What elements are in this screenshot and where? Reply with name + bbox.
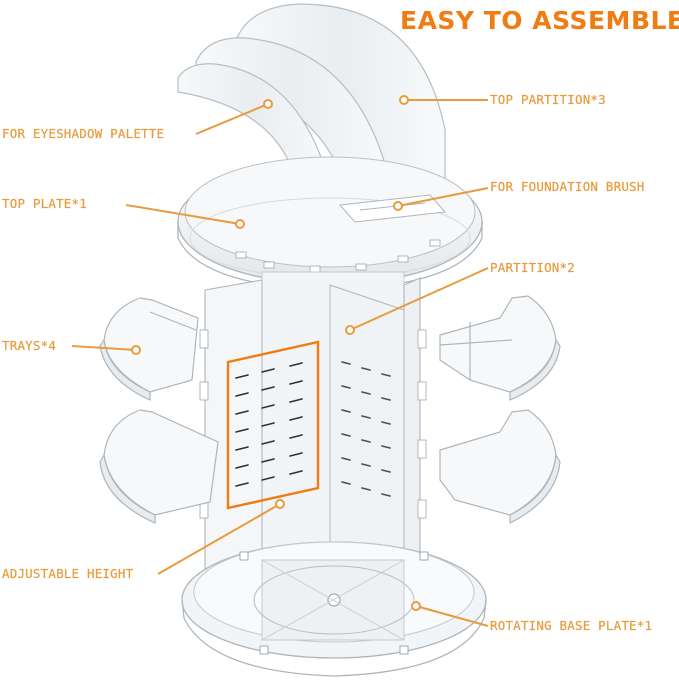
- label-top-plate: TOP PLATE*1: [2, 196, 87, 211]
- label-top-partition: TOP PARTITION*3: [490, 92, 606, 107]
- page-title: EASY TO ASSEMBLE: [400, 6, 679, 35]
- tray-lower-right: [439, 409, 561, 524]
- label-eyeshadow-palette: FOR EYESHADOW PALETTE: [2, 126, 165, 141]
- tray-upper-right: [439, 295, 561, 401]
- top-plate: [177, 156, 483, 291]
- label-adjustable-height: ADJUSTABLE HEIGHT: [2, 566, 134, 581]
- label-trays: TRAYS*4: [2, 338, 57, 353]
- rotating-base-plate: [181, 541, 487, 677]
- tray-lower-left: [99, 409, 219, 524]
- label-rotating-base-plate: ROTATING BASE PLATE*1: [490, 618, 653, 633]
- label-partition: PARTITION*2: [490, 260, 575, 275]
- center-column: [199, 271, 427, 607]
- label-foundation-brush: FOR FOUNDATION BRUSH: [490, 179, 645, 194]
- adjustable-height-highlight: [226, 340, 320, 510]
- tray-upper-left: [99, 297, 199, 401]
- leader-lines: [71, 95, 489, 627]
